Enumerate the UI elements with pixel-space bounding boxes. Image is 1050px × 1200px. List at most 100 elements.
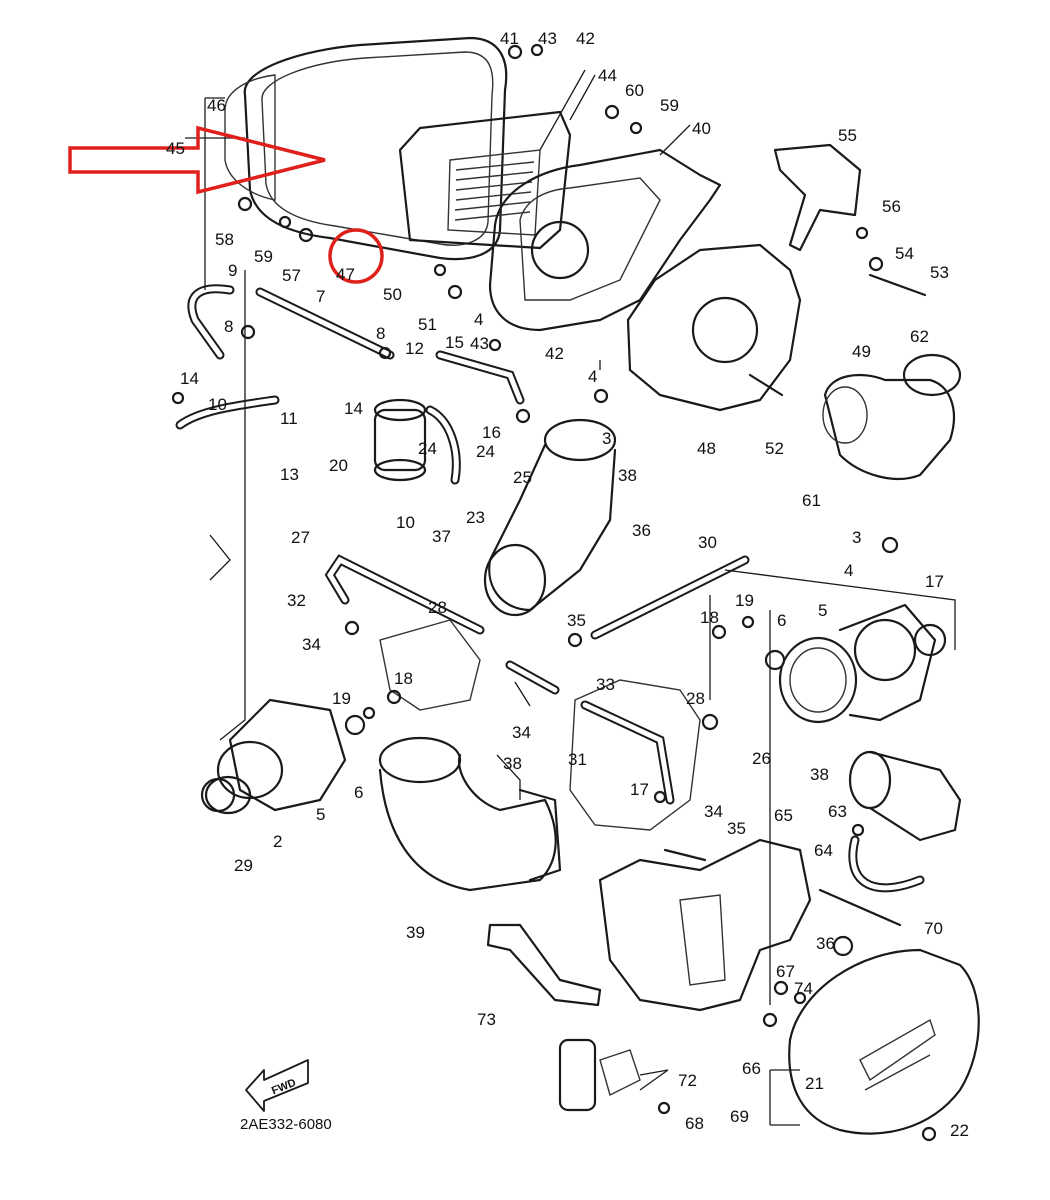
hose-15 xyxy=(435,350,525,405)
hose-32 xyxy=(324,554,485,635)
callout-42: 42 xyxy=(576,29,595,48)
highlight-circle xyxy=(328,228,384,284)
callout-74: 74 xyxy=(794,979,813,998)
callout-22: 22 xyxy=(950,1121,969,1140)
callout-59: 59 xyxy=(254,247,273,266)
callout-43: 43 xyxy=(470,334,489,353)
callout-50: 50 xyxy=(383,285,402,304)
callout-3: 3 xyxy=(852,528,861,547)
callout-56: 56 xyxy=(882,197,901,216)
callout-43: 43 xyxy=(538,29,557,48)
callout-61: 61 xyxy=(802,491,821,510)
callout-35: 35 xyxy=(727,819,746,838)
callout-5: 5 xyxy=(818,601,827,620)
stay-66 xyxy=(486,923,602,1007)
callout-29: 29 xyxy=(234,856,253,875)
callout-53: 53 xyxy=(930,263,949,282)
callout-24: 24 xyxy=(476,442,495,461)
callout-64: 64 xyxy=(814,841,833,860)
air-joint xyxy=(822,353,962,480)
callout-9: 9 xyxy=(228,261,237,280)
callout-10: 10 xyxy=(396,513,415,532)
callout-36: 36 xyxy=(816,934,835,953)
callout-24: 24 xyxy=(418,439,437,458)
callout-40: 40 xyxy=(692,119,711,138)
diagram-code: 2AE332-6080 xyxy=(240,1116,332,1133)
hose-7 xyxy=(255,287,395,360)
callout-68: 68 xyxy=(685,1114,704,1133)
callout-73: 73 xyxy=(477,1010,496,1029)
callout-38: 38 xyxy=(810,765,829,784)
callout-33: 33 xyxy=(596,675,615,694)
callout-4: 4 xyxy=(588,367,597,386)
callout-39: 39 xyxy=(406,923,425,942)
callout-57: 57 xyxy=(282,266,301,285)
callout-17: 17 xyxy=(925,572,944,591)
hose-9 xyxy=(187,284,235,360)
forward-arrow-icon: FWD xyxy=(245,1059,309,1112)
callout-67: 67 xyxy=(776,962,795,981)
hose-31 xyxy=(580,700,675,805)
callout-58: 58 xyxy=(215,230,234,249)
gaskets xyxy=(200,623,947,813)
callout-2: 2 xyxy=(273,832,282,851)
forward-label: FWD xyxy=(270,1077,298,1098)
reed-valve-20 xyxy=(373,398,427,482)
carburetor-1 xyxy=(778,603,937,724)
callout-4: 4 xyxy=(474,310,483,329)
callout-49: 49 xyxy=(852,342,871,361)
callout-35: 35 xyxy=(567,611,586,630)
air-filter-element xyxy=(398,110,572,250)
side-cover-68 xyxy=(788,948,980,1135)
callout-14: 14 xyxy=(180,369,199,388)
callout-21: 21 xyxy=(805,1074,824,1093)
callout-70: 70 xyxy=(924,919,943,938)
callout-13: 13 xyxy=(280,465,299,484)
carburetor-2 xyxy=(204,698,347,815)
callout-8: 8 xyxy=(376,324,385,343)
callout-41: 41 xyxy=(500,29,519,48)
hose-23 xyxy=(425,405,461,485)
callout-26: 26 xyxy=(752,749,771,768)
callout-44: 44 xyxy=(598,66,617,85)
air-filter-case xyxy=(224,36,508,261)
air-filter-housing xyxy=(488,148,722,332)
callout-25: 25 xyxy=(513,468,532,487)
callout-15: 15 xyxy=(445,333,464,352)
callout-8: 8 xyxy=(224,317,233,336)
side-cover xyxy=(626,243,802,412)
fasteners xyxy=(171,43,937,1142)
callout-59: 59 xyxy=(660,96,679,115)
callout-23: 23 xyxy=(466,508,485,527)
hose-30 xyxy=(590,555,750,640)
callout-6: 6 xyxy=(777,611,786,630)
callout-51: 51 xyxy=(418,315,437,334)
callout-11: 11 xyxy=(280,409,298,428)
callout-4: 4 xyxy=(844,561,853,580)
callout-52: 52 xyxy=(765,439,784,458)
bracket-55 xyxy=(773,143,862,252)
callout-7: 7 xyxy=(316,287,325,306)
callout-28: 28 xyxy=(428,598,447,617)
carburetor-joint-lower xyxy=(378,736,562,892)
callout-18: 18 xyxy=(394,669,413,688)
engine-outline xyxy=(379,619,701,831)
callout-62: 62 xyxy=(910,327,929,346)
callout-45: 45 xyxy=(166,139,185,158)
callout-42: 42 xyxy=(545,344,564,363)
long-bolts xyxy=(663,273,927,927)
callout-14: 14 xyxy=(344,399,363,418)
callout-10: 10 xyxy=(208,395,227,414)
callout-38: 38 xyxy=(503,754,522,773)
clip-21 xyxy=(558,1038,641,1112)
callout-69: 69 xyxy=(730,1107,749,1126)
callout-17: 17 xyxy=(630,780,649,799)
hose-33 xyxy=(505,660,560,695)
hose-39 xyxy=(848,835,925,893)
highlight-arrow xyxy=(68,125,326,195)
callout-32: 32 xyxy=(287,591,306,610)
callout-34: 34 xyxy=(512,723,531,742)
hose-13 xyxy=(175,395,280,430)
